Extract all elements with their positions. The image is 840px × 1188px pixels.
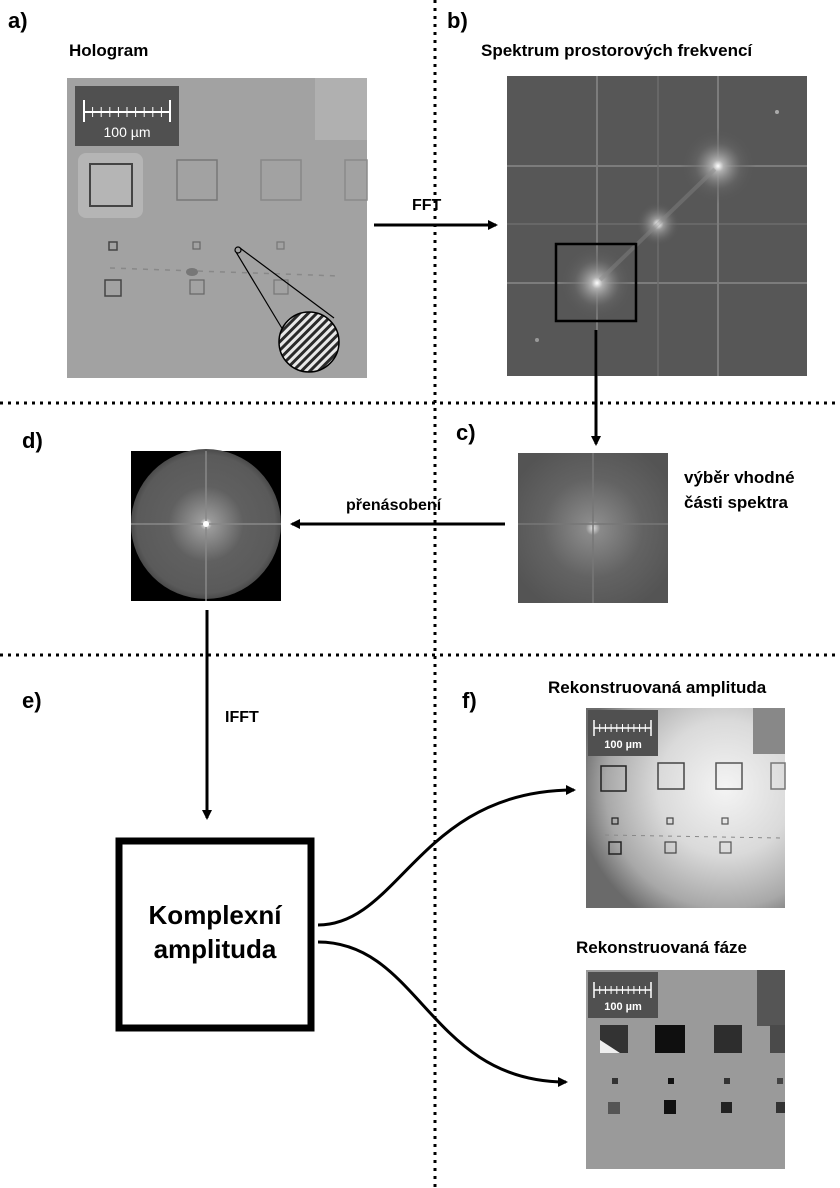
complex-amplitude-line1: Komplexní <box>148 900 282 930</box>
panel-b-letter: b) <box>447 8 468 33</box>
complex-amplitude-line2: amplituda <box>153 934 277 964</box>
hologram-title: Hologram <box>69 41 149 60</box>
amplitude-title: Rekonstruovaná amplituda <box>548 678 767 697</box>
complex-amplitude-box <box>115 837 315 1032</box>
fft-label: FFT <box>412 197 442 214</box>
amplitude-scale-bar: 100 µm <box>588 710 658 756</box>
filtered-spectrum-image <box>131 449 281 601</box>
panel-e-letter: e) <box>22 688 42 713</box>
amplitude-curve-arrow <box>317 785 576 927</box>
panel-f-letter: f) <box>462 688 477 713</box>
spectrum-image <box>507 76 807 376</box>
spectrum-selection-box <box>554 242 638 323</box>
selection-caption-line2: části spektra <box>684 493 788 512</box>
phase-scale-label: 100 µm <box>604 1001 642 1013</box>
hologram-scale-label: 100 µm <box>103 124 151 140</box>
selection-caption-line1: výběr vhodné <box>684 468 795 487</box>
fringe-zoom-circle <box>278 311 340 373</box>
spectrum-title: Spektrum prostorových frekvencí <box>481 41 753 60</box>
cropped-spectrum-image <box>518 453 668 603</box>
amplitude-scale-label: 100 µm <box>604 739 642 751</box>
ifft-label: IFFT <box>225 709 259 726</box>
phase-curve-arrow <box>317 940 568 1087</box>
phase-title: Rekonstruovaná fáze <box>576 938 747 957</box>
panel-c-letter: c) <box>456 420 476 445</box>
hologram-scale-bar: 100 µm <box>75 86 179 146</box>
multiply-label: přenásobení <box>346 497 442 514</box>
panel-a-letter: a) <box>8 8 28 33</box>
phase-scale-bar: 100 µm <box>588 972 658 1018</box>
panel-d-letter: d) <box>22 428 43 453</box>
